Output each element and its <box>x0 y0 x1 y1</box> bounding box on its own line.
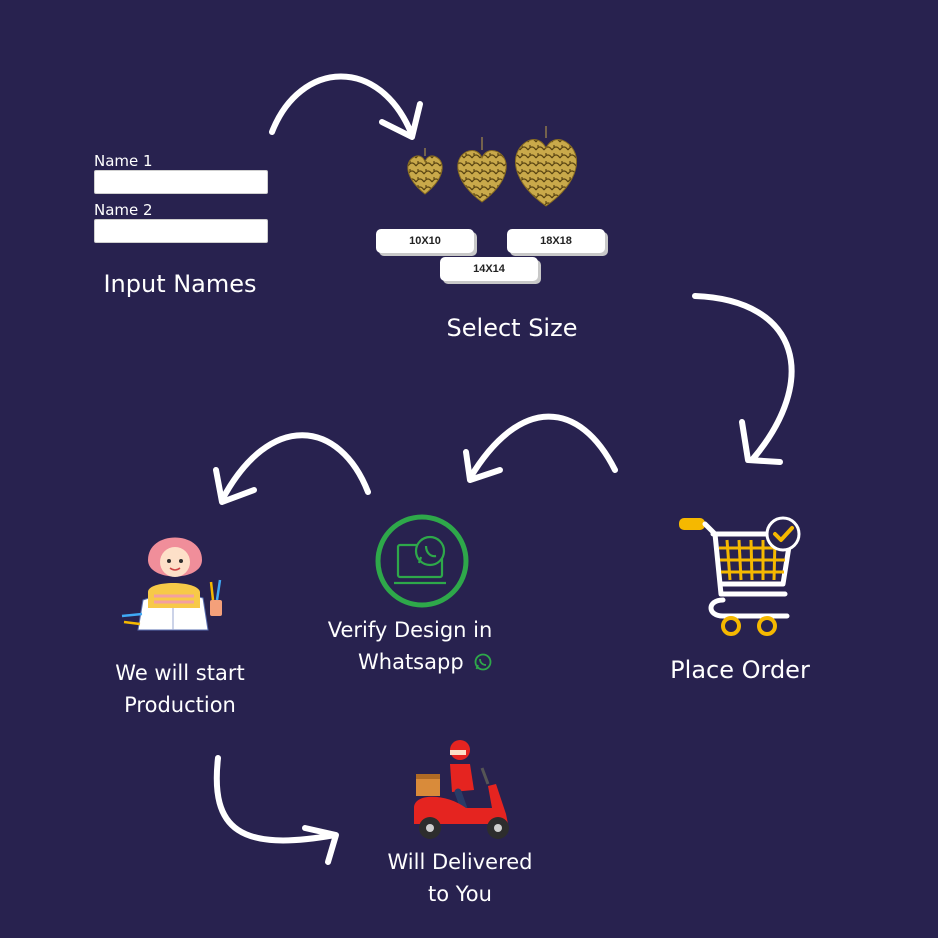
name2-label: Name 2 <box>94 201 153 219</box>
whatsapp-verify-icon <box>375 514 469 608</box>
size-option-10x10[interactable]: 10X10 <box>376 229 474 253</box>
girl-drawing-icon <box>121 537 222 631</box>
delivery-scooter-icon <box>414 740 509 839</box>
place-order-caption: Place Order <box>670 656 810 684</box>
heart-ornaments <box>407 126 578 207</box>
heart-ornament-icon <box>514 126 578 207</box>
size-option-18x18[interactable]: 18X18 <box>507 229 605 253</box>
name1-label: Name 1 <box>94 152 153 170</box>
name2-field[interactable] <box>94 219 268 243</box>
shopping-cart-icon <box>679 516 801 636</box>
delivery-caption-line1: Will Delivered <box>387 850 533 874</box>
heart-ornament-icon <box>457 137 507 203</box>
verify-caption-line1: Verify Design in <box>327 618 493 642</box>
production-caption-line1: We will start <box>115 661 245 685</box>
arrow-icon <box>463 413 618 483</box>
input-names-caption: Input Names <box>103 270 257 298</box>
name1-field[interactable] <box>94 170 268 194</box>
production-caption-line2: Production <box>124 693 236 717</box>
heart-ornament-icon <box>407 148 443 195</box>
delivery-caption-line2: to You <box>428 882 492 906</box>
arrow-icon <box>269 73 423 140</box>
size-option-14x14[interactable]: 14X14 <box>440 257 538 281</box>
arrow-icon <box>213 755 339 865</box>
arrow-icon <box>213 432 371 505</box>
whatsapp-icon <box>474 653 492 671</box>
arrow-icon <box>692 293 795 465</box>
verify-caption-line2: Whatsapp <box>358 650 464 674</box>
select-size-caption: Select Size <box>446 314 578 342</box>
verify-caption-line2-row: Whatsapp <box>338 647 498 678</box>
